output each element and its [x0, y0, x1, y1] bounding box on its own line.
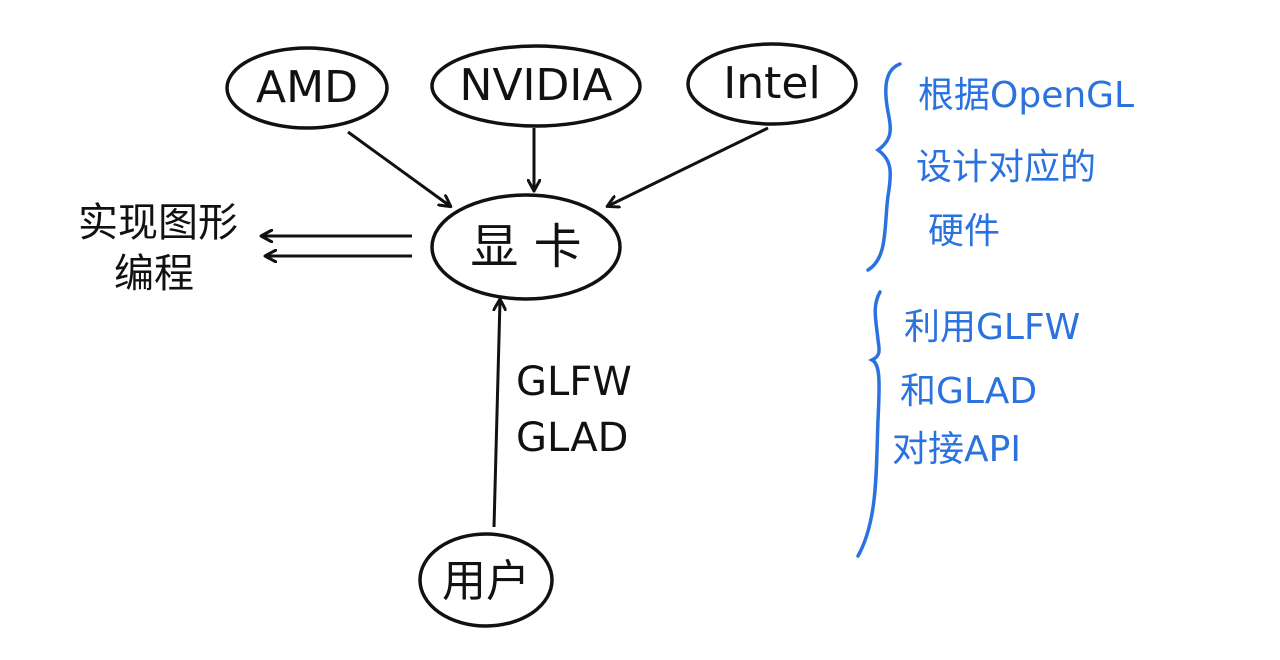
- arrow-user-to-gpu: [492, 300, 500, 528]
- amd-label: AMD: [256, 62, 358, 113]
- gpu-node: [430, 193, 622, 301]
- bottom-brace: [856, 290, 882, 558]
- note-bottom-line2: 和GLAD: [900, 371, 1038, 412]
- note-top-line3: 硬件: [928, 211, 1001, 252]
- top-brace: [866, 62, 902, 272]
- graphics-programming-label-line2: 编程: [114, 251, 194, 297]
- amd-node: [225, 46, 389, 130]
- arrow-amd-to-gpu: [347, 130, 450, 206]
- nvidia-node: [430, 44, 642, 128]
- user-node: [418, 532, 554, 628]
- gpu-label: 显 卡: [470, 219, 582, 275]
- nvidia-label: NVIDIA: [459, 60, 613, 111]
- note-top-line2: 设计对应的: [916, 147, 1097, 188]
- note-bottom-line1: 利用GLFW: [904, 307, 1081, 348]
- intel-label: Intel: [723, 58, 821, 109]
- graphics-programming-label-line1: 实现图形: [78, 200, 238, 246]
- user-label: 用户: [442, 556, 530, 607]
- intel-node: [686, 42, 858, 126]
- note-bottom-line3: 对接API: [892, 429, 1021, 470]
- glad-label: GLAD: [516, 415, 629, 461]
- glfw-label: GLFW: [516, 359, 632, 405]
- arrow-intel-to-gpu: [608, 126, 769, 206]
- note-top-line1: 根据OpenGL: [918, 75, 1135, 116]
